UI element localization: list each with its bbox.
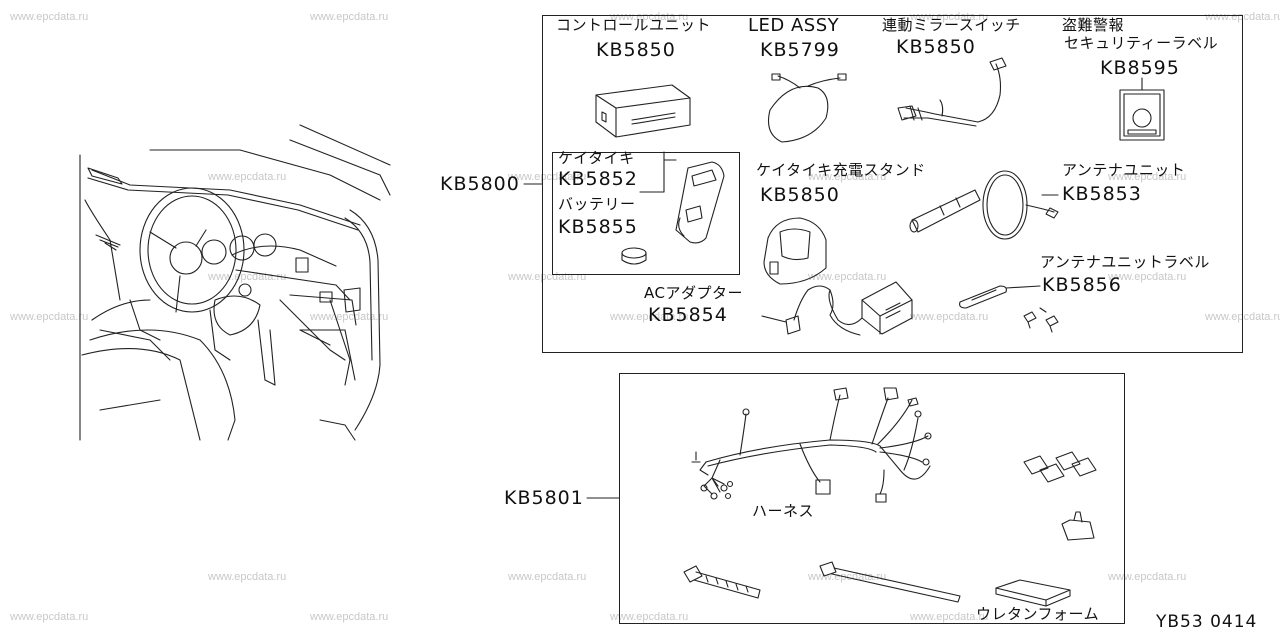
watermark: www.epcdata.ru <box>808 271 887 283</box>
led-assy-art <box>767 73 847 143</box>
phone-label: ケイタイキ <box>558 149 635 167</box>
phone-art <box>675 161 725 244</box>
dashboard-illustration <box>79 124 391 441</box>
battery-art <box>621 247 647 265</box>
watermark: www.epcdata.ru <box>508 171 587 183</box>
watermark: www.epcdata.ru <box>310 311 389 323</box>
urethane-foam-art <box>995 579 1071 607</box>
watermark: www.epcdata.ru <box>910 11 989 23</box>
watermark: www.epcdata.ru <box>310 11 389 23</box>
antenna-unit-code: KB5853 <box>1062 183 1142 205</box>
watermark: www.epcdata.ru <box>10 11 89 23</box>
harness-kit-frame <box>619 373 1125 624</box>
watermark: www.epcdata.ru <box>610 311 689 323</box>
battery-code: KB5855 <box>558 216 638 238</box>
watermark: www.epcdata.ru <box>808 171 887 183</box>
control-unit-label: コントロールユニット <box>556 16 712 34</box>
watermark: www.epcdata.ru <box>910 611 989 623</box>
phone-code: KB5852 <box>558 168 638 190</box>
harness-label: ハーネス <box>752 502 815 520</box>
phone-battery-subframe <box>552 152 740 275</box>
control-unit-art <box>595 84 691 138</box>
antenna-label-label: アンテナユニットラベル <box>1040 253 1210 271</box>
harness-kit-code: KB5801 <box>504 487 584 509</box>
watermark: www.epcdata.ru <box>10 611 89 623</box>
ac-adapter-code: KB5854 <box>648 304 728 326</box>
cable-tie-long-art <box>819 561 961 603</box>
ac-adapter-art <box>761 281 913 336</box>
mirror-switch-art <box>897 57 1007 127</box>
antenna-unit-label: アンテナユニット <box>1062 161 1186 179</box>
watermark: www.epcdata.ru <box>1108 171 1187 183</box>
watermark: www.epcdata.ru <box>1108 571 1187 583</box>
watermark: www.epcdata.ru <box>910 311 989 323</box>
urethane-foam-label: ウレタンフォーム <box>976 605 1100 623</box>
leader-line-kb5852 <box>639 151 665 193</box>
control-unit-code: KB5850 <box>596 39 676 61</box>
mirror-switch-code: KB5850 <box>896 36 976 58</box>
tape-art <box>1061 511 1095 541</box>
main-kit-code: KB5800 <box>440 173 520 195</box>
watermark: www.epcdata.ru <box>310 611 389 623</box>
ac-adapter-label: ACアダプター <box>644 284 743 302</box>
security-label-label: セキュリティーラベル <box>1064 34 1219 52</box>
antenna-label-art <box>959 285 1059 333</box>
led-assy-label: LED ASSY <box>748 15 840 36</box>
led-assy-code: KB5799 <box>760 39 840 61</box>
antenna-unit-art <box>909 170 1059 240</box>
charging-stand-code: KB5850 <box>760 184 840 206</box>
security-label-art <box>1119 77 1165 141</box>
watermark: www.epcdata.ru <box>208 171 287 183</box>
clips-art <box>1023 451 1097 483</box>
harness-art <box>691 387 932 503</box>
security-label-code: KB8595 <box>1100 57 1180 79</box>
charging-stand-label: ケイタイキ充電スタンド <box>756 161 926 179</box>
battery-label: バッテリー <box>558 195 636 213</box>
antitheft-label: 盗難警報 <box>1062 16 1125 34</box>
watermark: www.epcdata.ru <box>208 571 287 583</box>
diagram-code: YB53 0414 <box>1156 612 1258 632</box>
cable-tie-art <box>683 565 761 599</box>
antenna-label-code: KB5856 <box>1042 274 1122 296</box>
watermark: www.epcdata.ru <box>508 571 587 583</box>
watermark: www.epcdata.ru <box>508 271 587 283</box>
watermark: www.epcdata.ru <box>10 311 89 323</box>
watermark: www.epcdata.ru <box>610 611 689 623</box>
watermark: www.epcdata.ru <box>1108 271 1187 283</box>
mirror-switch-label: 連動ミラースイッチ <box>882 16 1021 34</box>
charging-stand-art <box>763 217 827 285</box>
watermark: www.epcdata.ru <box>208 271 287 283</box>
watermark: www.epcdata.ru <box>610 11 689 23</box>
